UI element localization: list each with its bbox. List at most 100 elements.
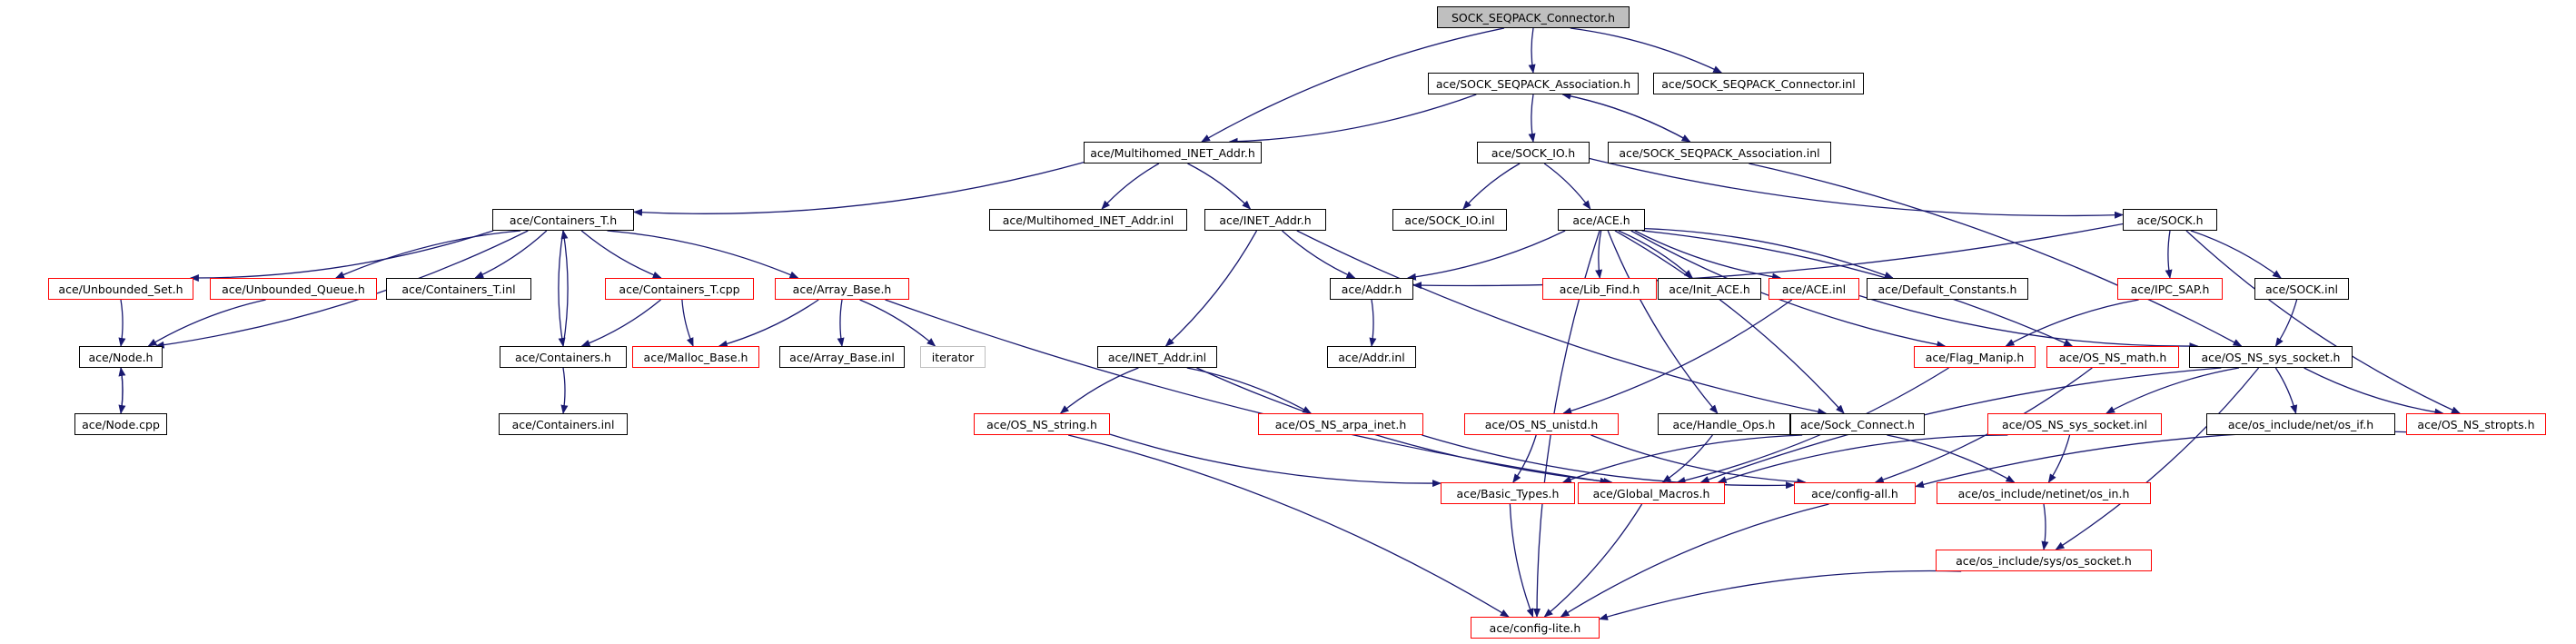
node-conn-inl[interactable]: ace/SOCK_SEQPACK_Connector.inl: [1653, 73, 1864, 94]
node-assoc-h[interactable]: ace/SOCK_SEQPACK_Association.h: [1428, 73, 1639, 94]
node-os-stropts[interactable]: ace/OS_NS_stropts.h: [2406, 413, 2546, 435]
node-node-cpp[interactable]: ace/Node.cpp: [74, 413, 167, 435]
edge-os_unistd-to-basic_types: [1512, 434, 1537, 483]
edge-sock_h-to-os_stropts: [2185, 230, 2461, 414]
node-global-macros[interactable]: ace/Global_Macros.h: [1578, 482, 1725, 504]
node-array-base-inl[interactable]: ace/Array_Base.inl: [779, 346, 905, 368]
node-mh-inet-inl[interactable]: ace/Multihomed_INET_Addr.inl: [989, 209, 1187, 231]
node-cont-t-inl[interactable]: ace/Containers_T.inl: [386, 278, 531, 300]
node-sock-io-h[interactable]: ace/SOCK_IO.h: [1477, 142, 1590, 163]
node-sock-io-inl[interactable]: ace/SOCK_IO.inl: [1392, 209, 1507, 231]
node-os-sys-socket-inl[interactable]: ace/OS_NS_sys_socket.inl: [1987, 413, 2162, 435]
node-os-string[interactable]: ace/OS_NS_string.h: [974, 413, 1110, 435]
edge-cont_t_cpp-to-malloc_base: [681, 299, 694, 347]
node-sock-connect[interactable]: ace/Sock_Connect.h: [1790, 413, 1925, 435]
node-mh-inet-h[interactable]: ace/Multihomed_INET_Addr.h: [1084, 142, 1262, 163]
edge-sock_h-to-ipc_sap: [2165, 230, 2173, 279]
node-lib-find[interactable]: ace/Lib_Find.h: [1542, 278, 1657, 300]
edge-os_in-to-os_socket: [2041, 503, 2049, 550]
edge-array_base_h-to-array_base_inl: [837, 299, 845, 347]
edge-config_all-to-config_lite: [1560, 503, 1829, 618]
node-sock-inl[interactable]: ace/SOCK.inl: [2254, 278, 2349, 300]
node-containers-inl[interactable]: ace/Containers.inl: [499, 413, 628, 435]
node-array-base-h[interactable]: ace/Array_Base.h: [775, 278, 909, 300]
node-addr-inl[interactable]: ace/Addr.inl: [1327, 346, 1416, 368]
edge-containers_h-to-cont_t_h: [560, 230, 569, 347]
node-root: SOCK_SEQPACK_Connector.h: [1437, 6, 1630, 28]
edge-os_sys_socket-to-global_macros: [1699, 367, 2222, 483]
node-assoc-inl[interactable]: ace/SOCK_SEQPACK_Association.inl: [1608, 142, 1831, 163]
node-cont-t-h[interactable]: ace/Containers_T.h: [492, 209, 634, 231]
node-handle-ops[interactable]: ace/Handle_Ops.h: [1658, 413, 1790, 435]
node-ace-h[interactable]: ace/ACE.h: [1558, 209, 1645, 231]
edge-ace_inl-to-os_unistd: [1562, 299, 1793, 415]
edge-sock_io_h-to-sock_h: [1589, 157, 2124, 219]
edge-os_sys_socket-to-os_stropts: [2304, 367, 2444, 416]
edge-global_macros-to-config_lite: [1543, 503, 1643, 618]
edge-array_base_h-to-iterator: [859, 299, 936, 347]
node-cont-t-cpp[interactable]: ace/Containers_T.cpp: [605, 278, 754, 300]
edge-mh_inet_h-to-mh_inet_inl: [1101, 163, 1160, 210]
node-unb-queue[interactable]: ace/Unbounded_Queue.h: [210, 278, 377, 300]
edge-sock_inl-to-os_sys_socket: [2274, 299, 2298, 347]
edge-sock_connect-to-basic_types: [1561, 434, 1803, 483]
edge-assoc_h-to-assoc_inl: [1562, 94, 1691, 143]
edge-os_arpa-to-config_all: [1422, 434, 1795, 490]
node-ace-inl[interactable]: ace/ACE.inl: [1769, 278, 1859, 300]
edge-sock_connect-to-os_in: [1887, 434, 2016, 483]
edge-os_sys_socket_inl-to-os_in: [2047, 434, 2071, 483]
edge-ace_h-to-init_ace: [1618, 230, 1693, 279]
node-node-h[interactable]: ace/Node.h: [79, 346, 163, 368]
edge-cont_t_h-to-node_h: [154, 230, 529, 349]
edge-root-to-conn_inl: [1570, 27, 1723, 74]
edge-sock_io_h-to-ace_h: [1543, 163, 1591, 210]
node-os-sys-socket[interactable]: ace/OS_NS_sys_socket.h: [2189, 346, 2353, 368]
edge-assoc_h-to-sock_io_h: [1528, 94, 1536, 143]
edge-inet_inl-to-global_macros: [1196, 367, 1613, 485]
node-basic-types[interactable]: ace/Basic_Types.h: [1441, 482, 1575, 504]
edge-unb_queue-to-node_h: [147, 299, 266, 347]
edge-sock_h-to-sock_inl: [2190, 230, 2282, 279]
edge-node_cpp-to-node_h: [118, 367, 126, 414]
edge-ace_inl-to-os_sys_socket: [1858, 294, 2199, 351]
edge-unb_set-to-node_h: [118, 299, 126, 347]
node-os-arpa[interactable]: ace/OS_NS_arpa_inet.h: [1258, 413, 1423, 435]
node-os-unistd[interactable]: ace/OS_NS_unistd.h: [1464, 413, 1619, 435]
node-os-socket[interactable]: ace/os_include/sys/os_socket.h: [1936, 550, 2152, 571]
node-flag-manip[interactable]: ace/Flag_Manip.h: [1914, 346, 2036, 368]
edge-mh_inet_h-to-cont_t_h: [633, 162, 1085, 216]
edge-ace_h-to-os_math: [1641, 230, 2074, 347]
edge-ace_h-to-sock_connect: [1614, 230, 1845, 414]
node-def-const[interactable]: ace/Default_Constants.h: [1867, 278, 2028, 300]
node-config-all[interactable]: ace/config-all.h: [1794, 482, 1916, 504]
edge-inet_inl-to-os_arpa: [1186, 367, 1313, 414]
edge-ipc_sap-to-flag_manip: [2005, 299, 2139, 347]
node-malloc-base[interactable]: ace/Malloc_Base.h: [632, 346, 759, 368]
edge-array_base_h-to-malloc_base: [718, 299, 819, 348]
edge-os_unistd-to-config_all: [1590, 434, 1807, 486]
edge-cont_t_h-to-array_base_h: [607, 230, 799, 279]
edge-cont_t_h-to-unb_set: [189, 230, 494, 282]
node-unb-set[interactable]: ace/Unbounded_Set.h: [48, 278, 193, 300]
node-inet-inl[interactable]: ace/INET_Addr.inl: [1097, 346, 1217, 368]
edge-ace_h-to-def_const: [1644, 227, 1894, 279]
edge-os_stropts-to-config_all: [1915, 430, 2407, 489]
edge-ace_h-to-addr_h: [1406, 230, 1566, 281]
node-containers-h[interactable]: ace/Containers.h: [500, 346, 627, 368]
node-init-ace[interactable]: ace/Init_ACE.h: [1658, 278, 1761, 300]
edge-cont_t_h-to-containers_h: [558, 230, 566, 347]
node-os-math[interactable]: ace/OS_NS_math.h: [2046, 346, 2179, 368]
edge-os_string-to-config_lite: [1067, 434, 1510, 618]
edge-ace_h-to-ace_inl: [1634, 230, 1782, 281]
node-config-lite[interactable]: ace/config-lite.h: [1471, 617, 1600, 639]
node-os-if[interactable]: ace/os_include/net/os_if.h: [2206, 413, 2395, 435]
edge-inet_h-to-addr_h: [1282, 230, 1356, 279]
node-ipc-sap[interactable]: ace/IPC_SAP.h: [2117, 278, 2223, 300]
node-os-in[interactable]: ace/os_include/netinet/os_in.h: [1937, 482, 2151, 504]
edge-flag_manip-to-global_macros: [1676, 367, 1949, 484]
node-inet-h[interactable]: ace/INET_Addr.h: [1204, 209, 1326, 231]
node-sock-h[interactable]: ace/SOCK.h: [2123, 209, 2217, 231]
node-addr-h[interactable]: ace/Addr.h: [1330, 278, 1413, 300]
node-iterator[interactable]: iterator: [920, 346, 986, 368]
